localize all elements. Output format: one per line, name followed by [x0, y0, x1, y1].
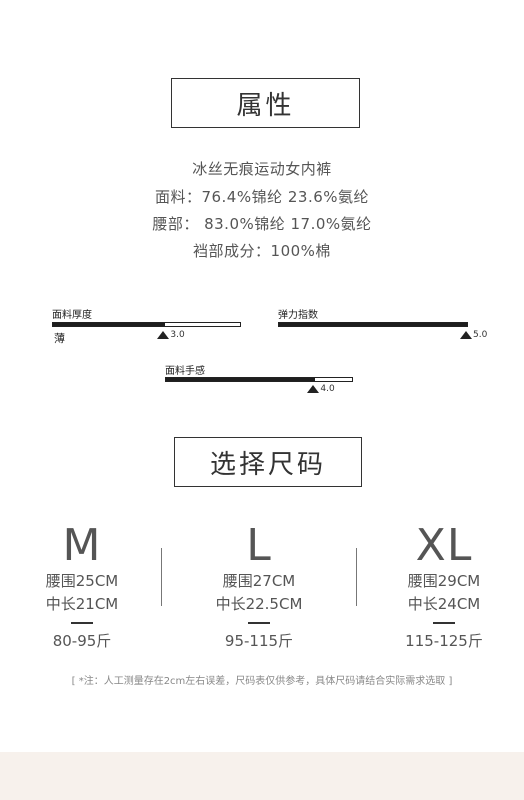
- column-divider: [161, 548, 162, 606]
- size-weight: 80-95斤: [52, 632, 112, 650]
- size-waist: 腰围29CM: [407, 572, 481, 590]
- size-letter: L: [246, 520, 272, 571]
- gauge-fill: [53, 323, 166, 326]
- gauge-track: [52, 322, 241, 327]
- size-weight: 95-115斤: [224, 632, 294, 650]
- gauge-label: 弹力指数: [278, 310, 318, 321]
- size-footnote: [ *注：人工测量存在2cm左右误差，尺码表仅供参考，具体尺码请结合实际需求选取…: [71, 676, 453, 687]
- attributes-title-box: 属性: [171, 78, 360, 128]
- gauge-fill: [279, 323, 467, 326]
- size-column-l: L 腰围27CM 中长22.5CM 95-115斤: [189, 522, 329, 651]
- gauge-value: 4.0: [320, 384, 335, 394]
- sizes-title-box: 选择尺码: [174, 437, 362, 487]
- sizes-title: 选择尺码: [209, 449, 326, 480]
- gauge-label: 面料手感: [165, 366, 205, 377]
- size-waist: 腰围25CM: [45, 572, 119, 590]
- bottom-band: [0, 752, 524, 800]
- size-column-m: M 腰围25CM 中长21CM 80-95斤: [12, 522, 152, 651]
- size-length: 中长22.5CM: [215, 595, 303, 613]
- size-waist: 腰围27CM: [222, 572, 296, 590]
- waist-composition: 腰部： 83.0%锦纶 17.0%氨纶: [152, 215, 372, 233]
- size-weight: 115-125斤: [405, 632, 483, 650]
- gauge-marker-icon: [460, 331, 472, 339]
- size-letter: M: [62, 520, 102, 571]
- gauge-value: 5.0: [473, 330, 488, 340]
- size-length: 中长21CM: [45, 595, 119, 613]
- crotch-composition: 裆部成分：100%棉: [193, 242, 331, 260]
- gauge-label: 面料厚度: [52, 310, 92, 321]
- fabric-composition: 面料：76.4%锦纶 23.6%氨纶: [154, 188, 370, 206]
- attributes-title: 属性: [236, 90, 295, 121]
- gauge-track: [278, 322, 468, 327]
- gauge-marker-icon: [307, 385, 320, 393]
- gauge-fill: [166, 378, 315, 381]
- size-length: 中长24CM: [407, 595, 481, 613]
- gauge-track: [165, 377, 353, 382]
- size-letter: XL: [415, 520, 473, 571]
- gauge-marker-icon: [157, 331, 170, 339]
- product-name: 冰丝无痕运动女内裤: [192, 160, 332, 178]
- gauge-note: 薄: [54, 332, 65, 345]
- gauge-value: 3.0: [170, 330, 185, 340]
- column-divider: [356, 548, 357, 606]
- size-column-xl: XL 腰围29CM 中长24CM 115-125斤: [374, 522, 514, 651]
- size-divider: [71, 622, 93, 624]
- size-divider: [433, 622, 455, 624]
- size-divider: [248, 622, 270, 624]
